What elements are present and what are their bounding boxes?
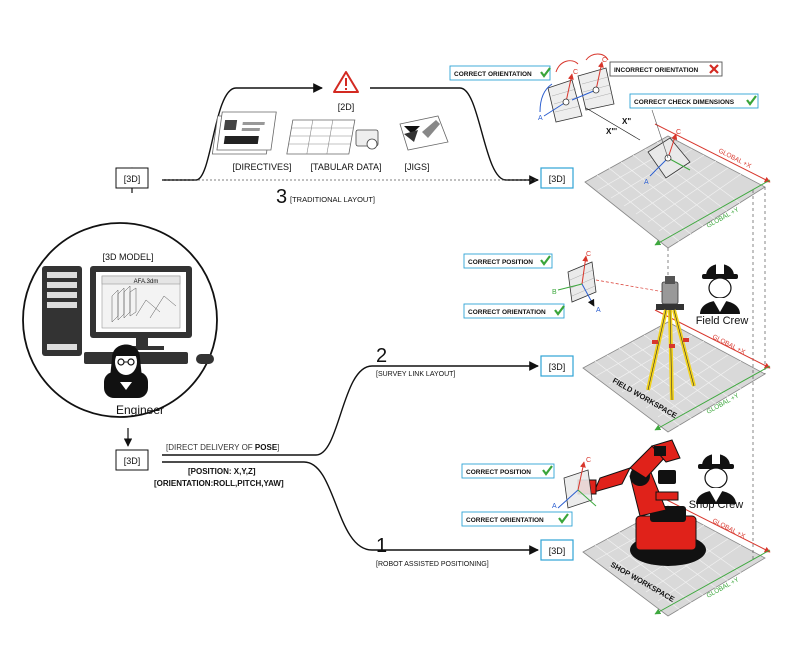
check-icon bbox=[540, 67, 551, 78]
model-label: [3D MODEL] bbox=[102, 252, 153, 262]
axis-c-shop: C bbox=[586, 457, 591, 464]
label-jigs: [JIGS] bbox=[404, 162, 429, 172]
field-local-frame: C A B bbox=[552, 251, 665, 314]
file-name: AFA.3dm bbox=[134, 279, 159, 285]
shop-local-frame: C A bbox=[552, 457, 597, 510]
box-3d-field: [3D] bbox=[540, 355, 574, 377]
svg-text:INCORRECT ORIENTATION: INCORRECT ORIENTATION bbox=[614, 67, 699, 74]
field-crew-worker-icon bbox=[700, 262, 740, 314]
axis-c-top-3: C bbox=[676, 129, 681, 136]
box-3d-engineer: [3D] bbox=[115, 449, 149, 471]
axis-c-field: C bbox=[586, 251, 591, 258]
axis-c-top-2: C bbox=[602, 57, 607, 64]
callout-top-correct-orientation: CORRECT ORIENTATION bbox=[449, 65, 551, 81]
svg-text:CORRECT POSITION: CORRECT POSITION bbox=[466, 469, 531, 476]
axis-c-top-1: C bbox=[573, 69, 578, 76]
check-icon bbox=[746, 95, 757, 106]
axis-a-top-3: A bbox=[644, 179, 649, 186]
direct-delivery-label: [DIRECT DELIVERY OF POSE] bbox=[166, 443, 279, 452]
shop-crew-label: Shop Crew bbox=[689, 499, 743, 511]
check-icon bbox=[554, 305, 565, 316]
callout-top-correct-dimensions: CORRECT CHECK DIMENSIONS bbox=[629, 93, 759, 109]
total-station-tripod-icon bbox=[646, 276, 696, 401]
route-3-number: 3 bbox=[276, 186, 287, 208]
label-2d: [2D] bbox=[338, 102, 355, 112]
box-3d-top-left: [3D] bbox=[115, 167, 149, 189]
label-directives: [DIRECTIVES] bbox=[232, 162, 291, 172]
axis-a-shop: A bbox=[552, 503, 557, 510]
svg-text:[3D]: [3D] bbox=[124, 456, 141, 466]
check-icon bbox=[542, 465, 553, 476]
box-3d-top-right: [3D] bbox=[540, 167, 574, 189]
route-2-name: [SURVEY LINK LAYOUT] bbox=[376, 371, 455, 378]
callout-shop-correct-orientation: CORRECT ORIENTATION bbox=[461, 511, 573, 527]
directives-sheet-icon bbox=[211, 111, 277, 155]
axis-a-top-1: A bbox=[538, 115, 543, 122]
svg-text:CORRECT POSITION: CORRECT POSITION bbox=[468, 259, 533, 266]
svg-text:CORRECT CHECK DIMENSIONS: CORRECT CHECK DIMENSIONS bbox=[634, 99, 735, 106]
robot-assisted-route bbox=[162, 461, 539, 555]
engineer-label: Engineer bbox=[116, 403, 164, 417]
shop-crew-worker-icon bbox=[696, 452, 736, 504]
check-icon bbox=[540, 255, 551, 266]
label-tabular-data: [TABULAR DATA] bbox=[310, 162, 381, 172]
svg-text:[3D]: [3D] bbox=[549, 546, 566, 556]
callout-field-correct-position: CORRECT POSITION bbox=[463, 253, 553, 269]
svg-text:CORRECT ORIENTATION: CORRECT ORIENTATION bbox=[454, 71, 532, 78]
axis-x3-label: X"' bbox=[606, 127, 617, 136]
model-thumbnail-icon bbox=[111, 285, 177, 323]
cross-icon bbox=[709, 64, 719, 74]
orientation-label: [ORIENTATION:ROLL,PITCH,YAW] bbox=[154, 479, 284, 488]
svg-text:[3D]: [3D] bbox=[124, 174, 141, 184]
tabular-printer-icon bbox=[286, 119, 379, 155]
industrial-robot-icon bbox=[577, 439, 706, 566]
route-3-name: [TRADITIONAL LAYOUT] bbox=[290, 195, 375, 204]
check-icon bbox=[558, 513, 569, 524]
keyboard-icon bbox=[84, 352, 214, 364]
svg-text:[3D]: [3D] bbox=[549, 174, 566, 184]
callout-field-correct-orientation: CORRECT ORIENTATION bbox=[463, 303, 565, 319]
field-workspace-floor bbox=[582, 321, 766, 433]
route-1-number: 1 bbox=[376, 535, 387, 557]
computer-tower-icon bbox=[42, 266, 82, 356]
box-3d-shop: [3D] bbox=[540, 539, 574, 561]
field-crew-label: Field Crew bbox=[696, 315, 749, 327]
top-check-frame: C A bbox=[644, 109, 691, 186]
jig-sketch-icon bbox=[399, 115, 449, 151]
callout-top-incorrect-orientation: INCORRECT ORIENTATION bbox=[609, 61, 723, 77]
svg-text:[3D]: [3D] bbox=[549, 362, 566, 372]
route-2-number: 2 bbox=[376, 345, 387, 367]
position-label: [POSITION: X,Y,Z] bbox=[188, 467, 256, 476]
top-workspace-floor bbox=[584, 135, 766, 249]
top-orientation-frames: A C C X" X"' bbox=[538, 53, 641, 141]
axis-a-field: A bbox=[596, 307, 601, 314]
callout-shop-correct-position: CORRECT POSITION bbox=[461, 463, 555, 479]
axis-b-field: B bbox=[552, 289, 557, 296]
warning-icon bbox=[333, 71, 359, 93]
axis-x2-label: X" bbox=[622, 117, 631, 126]
monitor-icon: AFA.3dm bbox=[90, 266, 192, 350]
svg-text:CORRECT ORIENTATION: CORRECT ORIENTATION bbox=[466, 517, 544, 524]
svg-text:CORRECT ORIENTATION: CORRECT ORIENTATION bbox=[468, 309, 546, 316]
survey-link-route bbox=[162, 361, 539, 456]
route-1-name: [ROBOT ASSISTED POSITIONING] bbox=[376, 561, 489, 568]
engineer-avatar-icon bbox=[104, 344, 148, 398]
